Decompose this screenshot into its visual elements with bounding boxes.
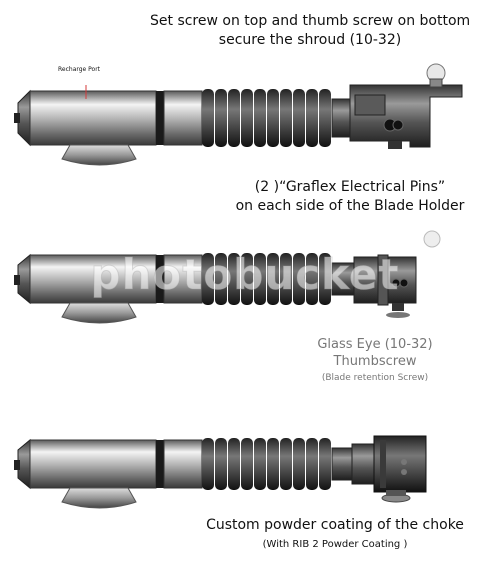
glass-eye-caption: Glass Eye (10-32) Thumbscrew (Blade rete…	[290, 336, 460, 387]
choke-collar	[331, 262, 355, 296]
bottom-screw	[388, 141, 402, 149]
body-tube	[29, 90, 157, 146]
caption-line: Glass Eye (10-32)	[317, 337, 433, 352]
caption-line: Custom powder coating of the choke	[206, 517, 464, 533]
pommel-tip	[14, 275, 20, 285]
body-tube	[29, 254, 157, 304]
bottom-screw	[386, 490, 406, 496]
caption-line: (2 )“Graflex Electrical Pins”	[254, 179, 446, 195]
separator-ring	[156, 440, 164, 488]
belt-clip	[61, 487, 137, 509]
pommel-tip	[14, 113, 20, 123]
saber-illustration-2	[14, 230, 441, 324]
caption-line: Set screw on top and thumb screw on bott…	[150, 13, 471, 29]
choke-collar	[331, 447, 353, 481]
neck-section	[163, 439, 203, 489]
choke-rib	[380, 440, 386, 488]
pommel-tip	[14, 460, 20, 470]
separator-ring	[156, 91, 164, 145]
recharge-port-label: Recharge Port	[58, 66, 101, 73]
electrical-pin-icon	[391, 278, 401, 288]
shroud-screw-caption: Set screw on top and thumb screw on bott…	[150, 12, 470, 50]
retention-screw-head	[386, 312, 410, 318]
caption-line: Thumbscrew	[333, 354, 417, 369]
blade-holder-band	[377, 254, 389, 306]
choke-screw-icon	[401, 459, 407, 465]
caption-line: on each side of the Blade Holder	[235, 198, 465, 214]
powder-coating-caption: Custom powder coating of the choke (With…	[200, 516, 470, 554]
glass-eye-base	[429, 78, 443, 88]
belt-clip	[61, 302, 137, 324]
choke-collar	[331, 98, 351, 138]
grip-ribs	[202, 253, 331, 305]
retention-screw	[392, 303, 404, 311]
grip-ribs	[202, 438, 331, 490]
caption-line: (With RIB 2 Powder Coating )	[262, 539, 408, 550]
belt-clip	[61, 144, 137, 166]
glass-eye-icon	[423, 230, 441, 248]
electrical-pins-caption: (2 )“Graflex Electrical Pins” on each si…	[230, 178, 470, 216]
neck-section	[163, 254, 203, 304]
emitter-shroud	[349, 84, 463, 148]
saber-illustration-1	[14, 63, 463, 166]
thumb-screw-icon	[392, 119, 404, 131]
neck-section	[163, 90, 203, 146]
electrical-pin-icon	[399, 278, 409, 288]
caption-line: secure the shroud (10-32)	[218, 32, 402, 48]
saber-illustration-3	[14, 435, 427, 509]
body-tube	[29, 439, 157, 489]
caption-line: (Blade retention Screw)	[321, 373, 429, 383]
shroud-window	[354, 94, 386, 116]
separator-ring	[156, 255, 164, 303]
grip-ribs	[202, 89, 331, 147]
choke-screw-icon	[401, 469, 407, 475]
choke-sleeve	[351, 443, 375, 485]
